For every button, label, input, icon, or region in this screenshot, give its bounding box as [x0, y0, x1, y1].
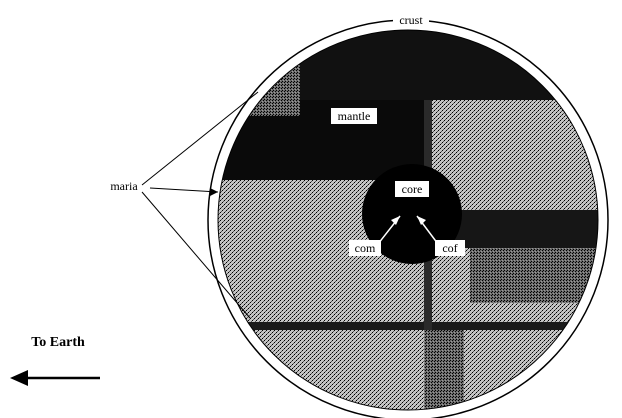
mantle-boundary	[217, 29, 599, 411]
cof-label-box	[435, 240, 465, 256]
maria-pointer-top	[141, 91, 259, 186]
maria-pointer-bottom	[141, 191, 251, 319]
mantle-lower-band	[218, 322, 598, 330]
mantle-label: mantle	[338, 109, 371, 123]
core-label: core	[402, 182, 423, 196]
crust-label: crust	[399, 13, 423, 27]
com-label-box	[349, 240, 381, 256]
to-earth-arrowhead	[10, 370, 28, 386]
com-label: com	[355, 241, 376, 255]
to-earth-label: To Earth	[31, 335, 85, 350]
cof-label: cof	[442, 241, 457, 255]
mantle-label-box	[331, 108, 377, 124]
maria-pointer-middle	[149, 187, 219, 193]
cof-arrowhead	[417, 216, 426, 225]
com-arrowhead	[391, 216, 400, 225]
core-label-box	[395, 181, 429, 197]
core	[362, 164, 462, 264]
crust-label-box	[393, 13, 429, 27]
maria-label: maria	[110, 179, 138, 193]
